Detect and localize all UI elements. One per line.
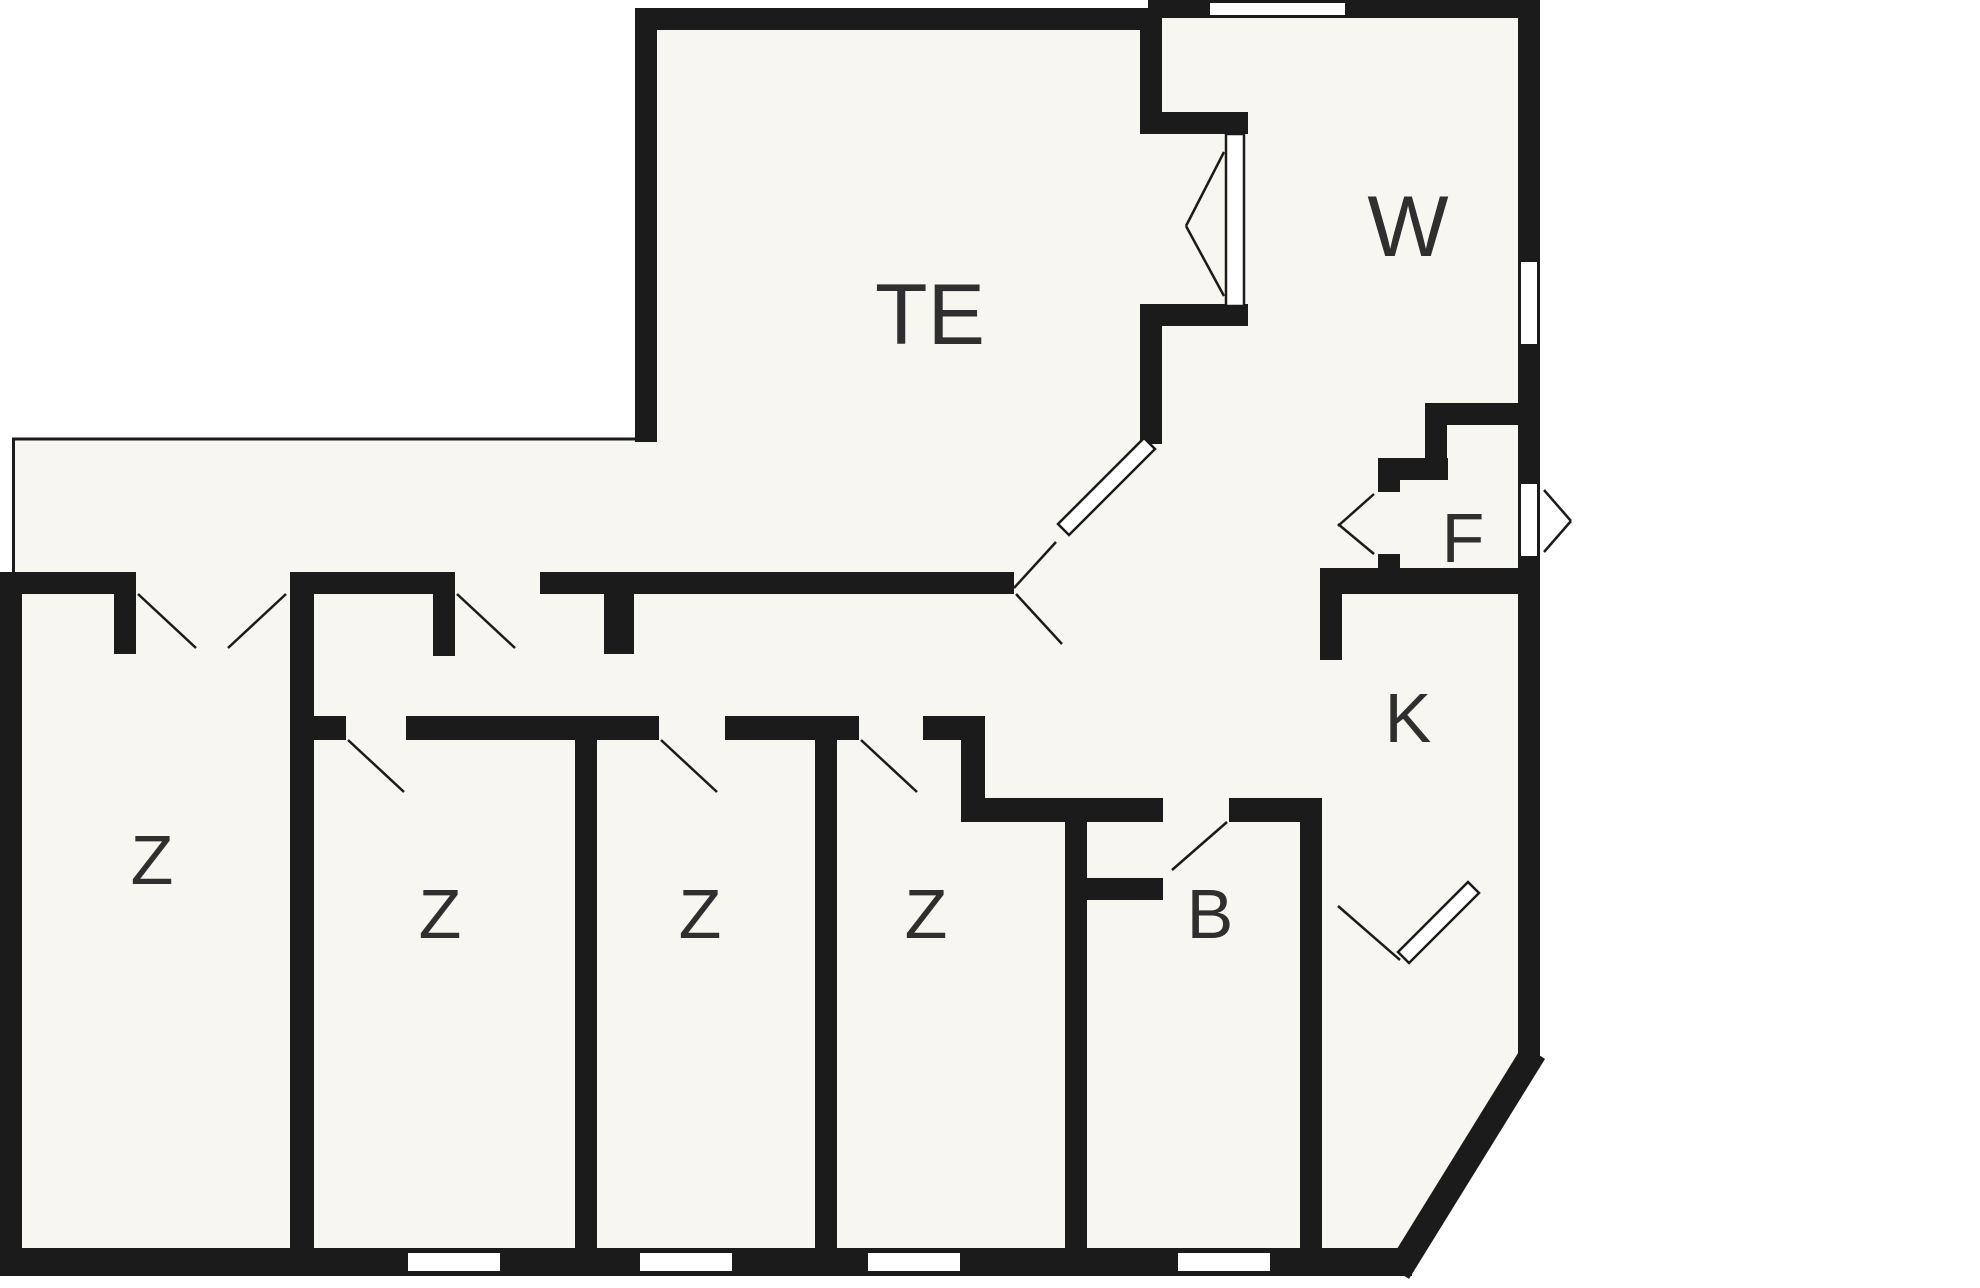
door-swing-bay-a — [1184, 151, 1226, 227]
wall-te-right-lower — [1140, 326, 1162, 444]
wall-z3-divider — [815, 716, 837, 1276]
window-w-top-line — [1210, 15, 1345, 18]
floor-bottom-block — [10, 580, 1405, 1272]
room-label-z3: Z — [679, 875, 722, 953]
door-panel-bay — [1224, 132, 1246, 308]
floor-right-block — [1320, 580, 1540, 1062]
wall-hall-1 — [14, 572, 114, 594]
window-w-top-line — [1210, 0, 1345, 3]
wall-f-left-upper — [1378, 458, 1400, 492]
door-swing-hall-mid — [456, 593, 516, 649]
room-label-w: W — [1367, 179, 1448, 275]
door-panel-te-diagonal — [1056, 436, 1157, 537]
door-swing-hall-left-a — [137, 593, 197, 649]
window-f-right — [1518, 484, 1540, 556]
door-panel-k-diagonal — [1396, 880, 1481, 965]
door-swing-hall-left-b — [227, 593, 287, 649]
wall-k-top — [1320, 568, 1540, 594]
window-bottom-3 — [868, 1250, 960, 1274]
window-w-right-line — [1518, 262, 1521, 344]
floor-group — [10, 0, 1540, 1272]
wall-k-left-stub — [1320, 568, 1342, 660]
wall-z4-top-a — [837, 716, 859, 740]
room-label-z2: Z — [419, 875, 462, 953]
wall-z1-divider — [290, 572, 314, 1276]
window-f-right-line — [1518, 484, 1521, 556]
door-swing-te-a — [1015, 593, 1063, 645]
door-swing-k — [1337, 905, 1401, 961]
wall-b-stub — [1087, 878, 1163, 900]
window-w-right-line — [1537, 262, 1540, 344]
wall-left-outer — [0, 572, 22, 1276]
terrace-boundary — [12, 437, 645, 578]
room-label-te: TE — [875, 267, 985, 363]
wall-z2-divider — [575, 716, 597, 1276]
wall-bay-bottom — [1140, 304, 1248, 326]
window-bottom-1 — [408, 1250, 500, 1274]
window-bottom-4 — [1178, 1250, 1270, 1274]
wall-z2-top-b — [406, 716, 577, 740]
wall-step-h — [1425, 403, 1540, 425]
door-swing-f-window-b — [1543, 520, 1572, 553]
wall-bay-top — [1140, 112, 1248, 134]
door-swing-b — [1171, 821, 1228, 871]
room-label-f: F — [1442, 499, 1485, 577]
door-swing-z3 — [660, 739, 718, 793]
door-swing-f-window-a — [1543, 489, 1572, 522]
windows-group — [408, 0, 1540, 1274]
door-swing-bay-b — [1184, 225, 1226, 297]
wall-z2-top-a — [314, 716, 346, 740]
window-bottom-2 — [640, 1250, 732, 1274]
room-label-z1: Z — [131, 821, 174, 899]
door-swing-f-a — [1337, 493, 1375, 527]
wall-diagonal-corner — [1386, 1045, 1546, 1279]
wall-hall-stub-2 — [433, 572, 455, 656]
wall-z3-top-a — [597, 716, 659, 740]
room-label-b: B — [1187, 875, 1234, 953]
door-swing-z2 — [347, 739, 405, 793]
wall-hall-stub-1 — [114, 572, 136, 654]
wall-b-right — [1300, 798, 1322, 1276]
door-swings-group — [137, 151, 1572, 961]
door-swing-z4 — [860, 739, 918, 793]
door-panels-group — [1056, 132, 1481, 965]
wall-te-top — [635, 8, 1160, 30]
window-f-right-line — [1537, 484, 1540, 556]
wall-b-top-a — [961, 798, 1163, 822]
door-swing-f-b — [1337, 523, 1375, 555]
wall-te-right-upper — [1140, 18, 1162, 116]
window-w-right — [1518, 262, 1540, 344]
wall-hall-3 — [540, 572, 1014, 594]
room-label-z4: Z — [905, 875, 948, 953]
room-label-k: K — [1385, 679, 1432, 757]
room-labels-group: TE W F K B Z Z Z Z — [131, 179, 1485, 953]
wall-step-v — [1425, 403, 1447, 473]
wall-hall-2 — [290, 572, 455, 594]
wall-b-left — [1065, 822, 1087, 1276]
wall-te-left — [635, 8, 657, 442]
door-swing-te-b — [1013, 541, 1057, 589]
wall-hall-stub-3 — [604, 572, 634, 654]
window-w-top — [1210, 0, 1345, 18]
